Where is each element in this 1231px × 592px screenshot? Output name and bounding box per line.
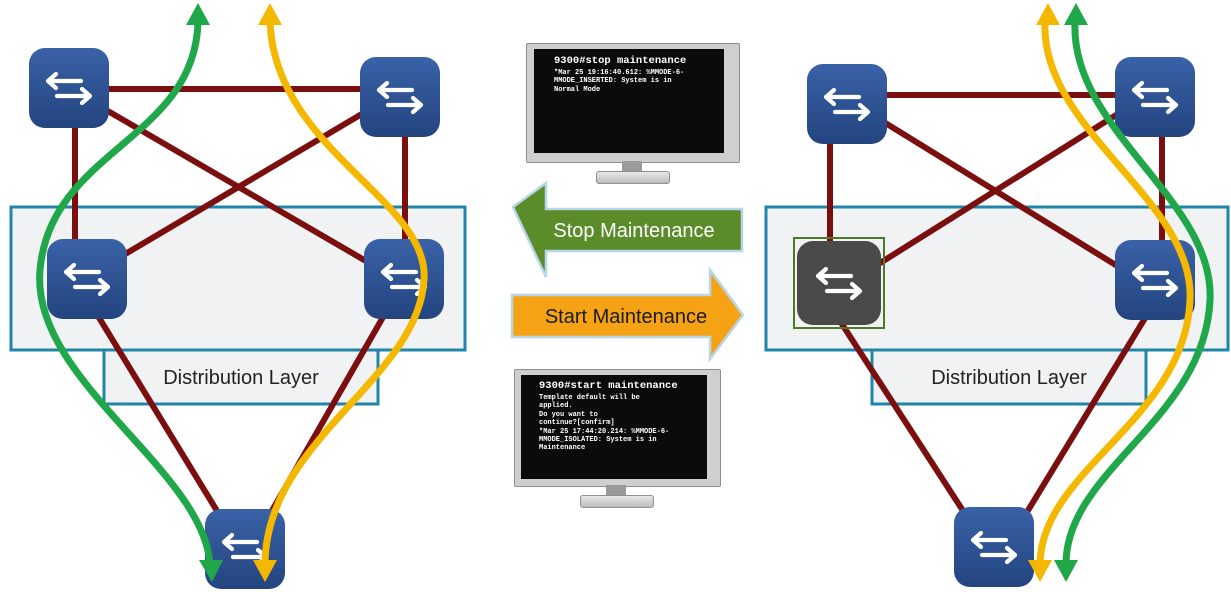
network-links [827,92,1165,542]
green-traffic-flow [36,21,214,566]
switch-icon[interactable] [47,239,127,319]
link [76,86,406,285]
console-output-line: Normal Mode [554,85,601,94]
green-arrowhead-icon [1054,560,1078,582]
switch-icon[interactable] [1115,57,1195,137]
green-traffic-flow [1062,21,1214,566]
switch-icon[interactable] [807,64,887,144]
console-output-line: applied. [539,402,573,411]
yellow-arrowhead-icon [258,3,282,25]
monitor-base [596,171,670,184]
stop-maintenance-arrow[interactable]: Stop Maintenance [511,180,744,278]
green-arrowhead-icon [186,3,210,25]
switch-icon[interactable] [360,57,440,137]
stop-maintenance-label: Stop Maintenance [553,220,714,242]
monitor-stand [622,161,642,173]
yellow-traffic-flow [261,21,428,566]
green-arrowhead-icon [1064,3,1088,25]
isolated-switch-icon[interactable] [793,237,885,329]
link [838,92,1142,283]
distribution-layer-label: Distribution Layer [163,367,319,389]
start-maintenance-arrow[interactable]: Start Maintenance [510,266,745,363]
console-output-line: continue?[confirm] [539,419,615,428]
stop-maintenance-console-monitor: 9300#stop maintenance *Mar 25 19:16:40.6… [526,43,742,189]
console-command: 9300#stop maintenance [554,55,687,67]
link [843,92,1150,288]
console-output-line: Maintenance [539,444,586,453]
left-diagram: Distribution Layer [9,3,467,589]
console-output-line: *Mar 25 17:44:20.214: %MMODE-6- [539,427,670,436]
monitor-base [580,495,654,508]
switch-icon[interactable] [1115,240,1195,320]
right-diagram: Distribution Layer [764,3,1230,587]
console-output-line: MMODE_ISOLATED: System is in [539,436,657,445]
link [835,316,985,542]
console-output-line: Do you want to [539,410,598,419]
start-maintenance-console-monitor: 9300#start maintenance Template default … [514,369,724,519]
switch-icon[interactable] [364,239,444,319]
monitor-stand [606,485,626,497]
yellow-arrowhead-icon [1028,560,1052,582]
console-screen: 9300#stop maintenance *Mar 25 19:16:40.6… [534,49,724,153]
start-maintenance-label: Start Maintenance [545,306,707,328]
console-output-line: *Mar 25 19:16:40.612: %MMODE-6- [554,69,685,77]
console-command: 9300#start maintenance [539,380,678,392]
switch-icon[interactable] [29,48,109,128]
yellow-arrowhead-icon [253,560,277,582]
console-screen: 9300#start maintenance Template default … [521,375,707,479]
yellow-traffic-flow [1036,21,1194,566]
console-output-line: MMODE_INSERTED: System is in [554,77,672,86]
yellow-arrowhead-icon [1036,3,1060,25]
link [1007,308,1153,542]
switch-icon[interactable] [954,507,1034,587]
green-arrowhead-icon [199,560,223,582]
link [84,296,239,544]
console-output-line: Template default will be [539,394,640,402]
distribution-layer-label: Distribution Layer [931,367,1087,389]
